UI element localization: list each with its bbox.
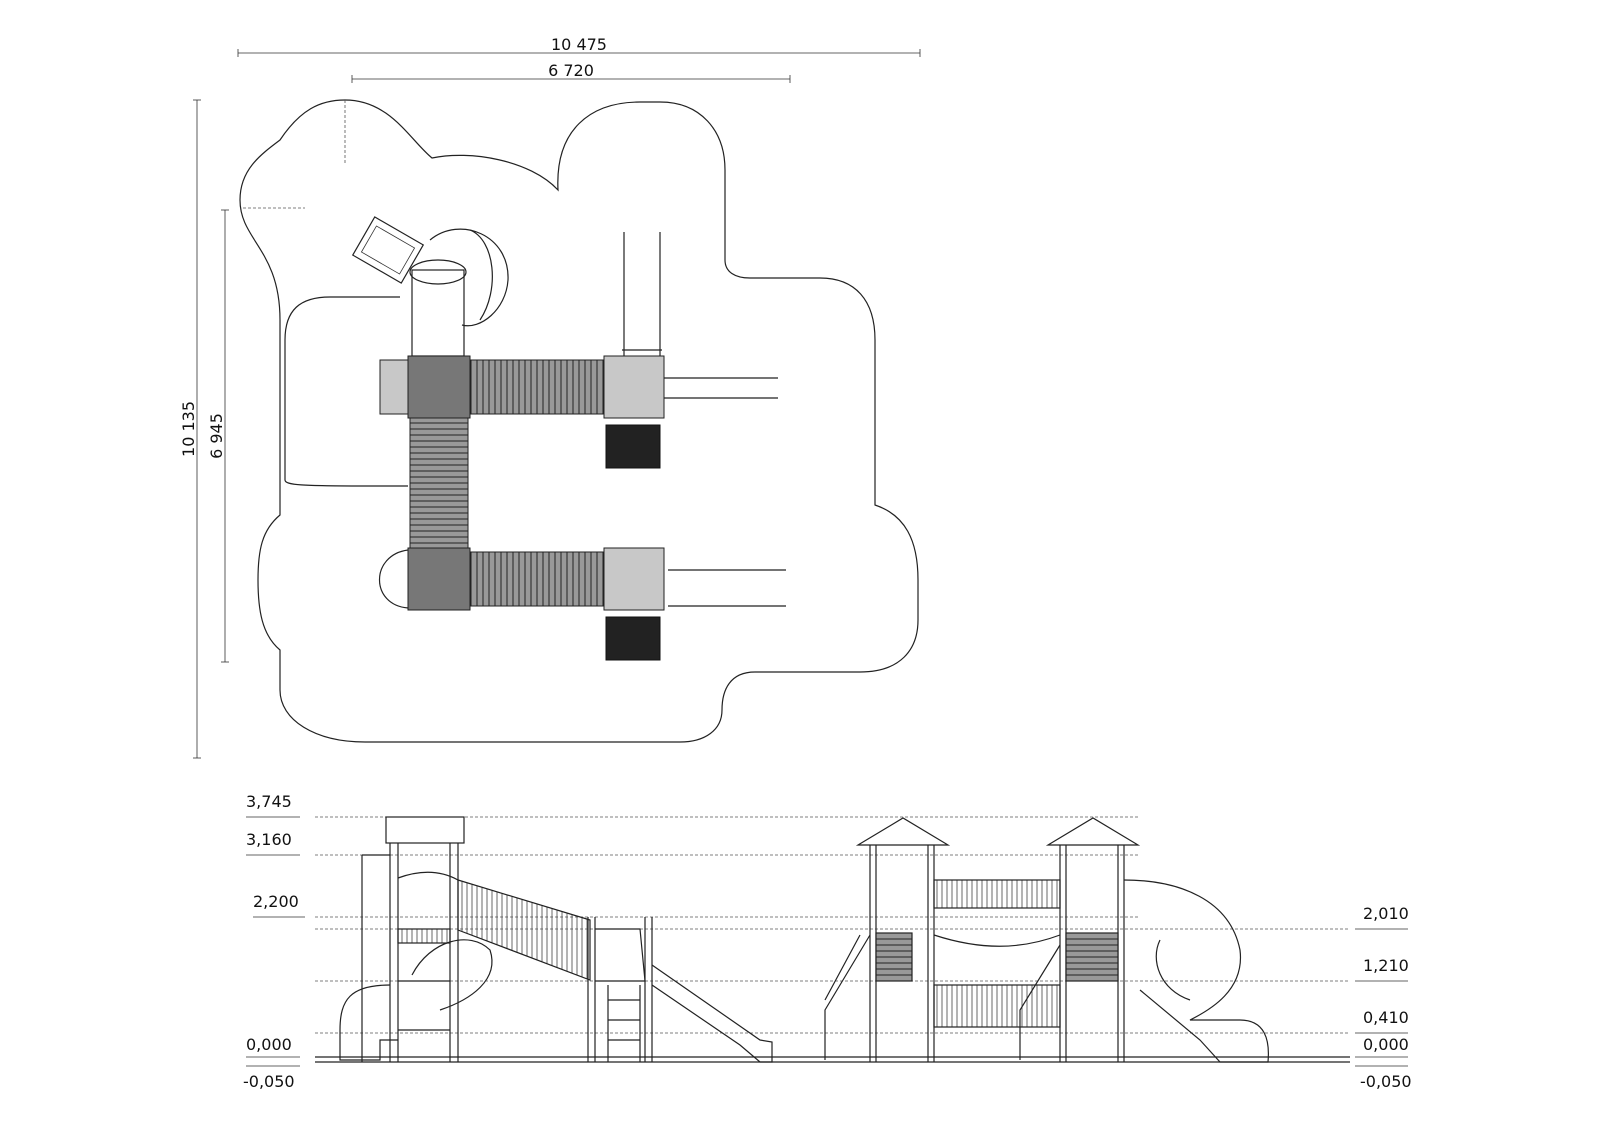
tube-slide-top [351,216,509,357]
right-structure [824,817,1269,1063]
level-2200: 2,200 [253,892,299,911]
platform-1 [603,355,665,419]
overall-width-label: 10 475 [551,35,607,54]
elevation-view: 3,745 3,160 2,200 0,000 -0,050 2,010 1,2… [243,792,1412,1091]
dimension-overall-width: 10 475 [237,35,921,57]
level-0000-right: 0,000 [1363,1035,1409,1054]
tower-deck-1 [407,355,471,419]
level-markers-right: 2,010 1,210 0,410 0,000 -0,050 [1355,904,1412,1091]
ladder-1 [605,424,661,469]
level-markers-left: 3,745 3,160 2,200 0,000 -0,050 [243,792,305,1091]
level-0410: 0,410 [1363,1008,1409,1027]
dimension-equipment-depth: 6 945 [207,209,229,663]
overall-depth-label: 10 135 [179,401,198,457]
level-1210: 1,210 [1363,956,1409,975]
bridge-vertical [409,417,469,549]
dimension-overall-depth: 10 135 [179,99,201,759]
level-3160: 3,160 [246,830,292,849]
equipment-width-label: 6 720 [548,61,594,80]
platform-2 [603,547,665,611]
level-2010: 2,010 [1363,904,1409,923]
fireman-poles [622,232,786,607]
equipment-depth-label: 6 945 [207,413,226,459]
safety-surface-outline [239,99,919,743]
level-0000-left: 0,000 [246,1035,292,1054]
plan-view: 10 475 6 720 10 135 6 945 [179,35,921,759]
dimension-equipment-width: 6 720 [351,61,791,83]
entry-panel [379,359,409,415]
bridge-1 [469,359,605,415]
level-3745: 3,745 [246,792,292,811]
bridge-2 [469,551,605,607]
ladder-2 [605,616,661,661]
level-minus-0050-left: -0,050 [243,1072,295,1091]
left-structure [339,816,773,1063]
level-minus-0050-right: -0,050 [1360,1072,1412,1091]
tower-deck-2 [407,547,471,611]
